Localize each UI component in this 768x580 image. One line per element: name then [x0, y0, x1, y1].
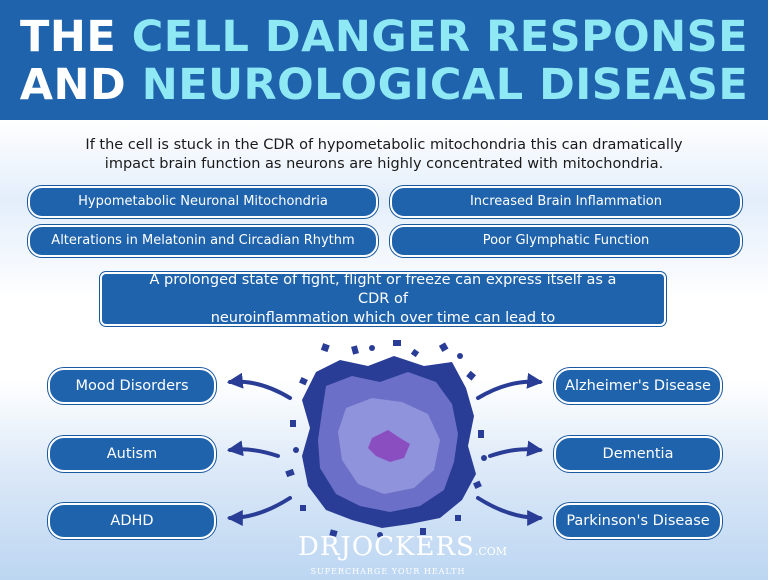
- curved-arrow-icon: [476, 372, 544, 400]
- effect-pill-1: Hypometabolic Neuronal Mitochondria: [28, 186, 378, 218]
- logo-suffix: .COM: [474, 545, 508, 558]
- title-line-2: AND NEUROLOGICAL DISEASE: [0, 60, 768, 110]
- banner-line-1: A prolonged state of fight, flight or fr…: [149, 271, 617, 307]
- title-header: THE CELL DANGER RESPONSE AND NEUROLOGICA…: [0, 0, 768, 120]
- curved-arrow-icon: [226, 496, 292, 526]
- curved-arrow-icon: [476, 496, 544, 526]
- disease-autism: Autism: [48, 436, 216, 472]
- title-white-1: THE: [20, 12, 132, 62]
- effect-pill-4: Poor Glymphatic Function: [390, 225, 742, 257]
- intro-text: If the cell is stuck in the CDR of hypom…: [40, 136, 728, 174]
- arrow-group: [226, 372, 544, 526]
- curved-arrow-icon: [226, 372, 292, 400]
- title-white-2: AND: [19, 60, 142, 110]
- logo-wordmark: DRJOCKERS.COM: [298, 532, 507, 567]
- logo-tagline: SUPERCHARGE YOUR HEALTH: [310, 567, 466, 576]
- banner-line-2: neuroinflammation which over time can le…: [210, 309, 556, 326]
- disease-dementia: Dementia: [554, 436, 722, 472]
- curved-arrow-icon: [488, 440, 544, 458]
- effect-pill-3: Alterations in Melatonin and Circadian R…: [28, 225, 378, 257]
- intro-line-1: If the cell is stuck in the CDR of hypom…: [85, 137, 683, 153]
- intro-line-2: impact brain function as neurons are hig…: [104, 156, 664, 172]
- title-cyan-1: CELL DANGER RESPONSE: [131, 12, 748, 62]
- title-cyan-2: NEUROLOGICAL DISEASE: [141, 60, 749, 110]
- cdr-banner: A prolonged state of fight, flight or fr…: [100, 272, 666, 326]
- disease-mood-disorders: Mood Disorders: [48, 368, 216, 404]
- effect-pill-2: Increased Brain Inflammation: [390, 186, 742, 218]
- disease-adhd: ADHD: [48, 503, 216, 539]
- curved-arrow-icon: [226, 440, 280, 458]
- drjockers-logo: DRJOCKERS.COM SUPERCHARGE YOUR HEALTH: [298, 532, 507, 578]
- logo-main-text: DRJOCKERS: [298, 532, 475, 562]
- particle-cluster: [285, 340, 487, 538]
- title-line-1: THE CELL DANGER RESPONSE: [0, 12, 768, 62]
- nucleus-shape: [368, 430, 410, 462]
- disease-parkinsons: Parkinson's Disease: [554, 503, 722, 539]
- disease-alzheimers: Alzheimer's Disease: [554, 368, 722, 404]
